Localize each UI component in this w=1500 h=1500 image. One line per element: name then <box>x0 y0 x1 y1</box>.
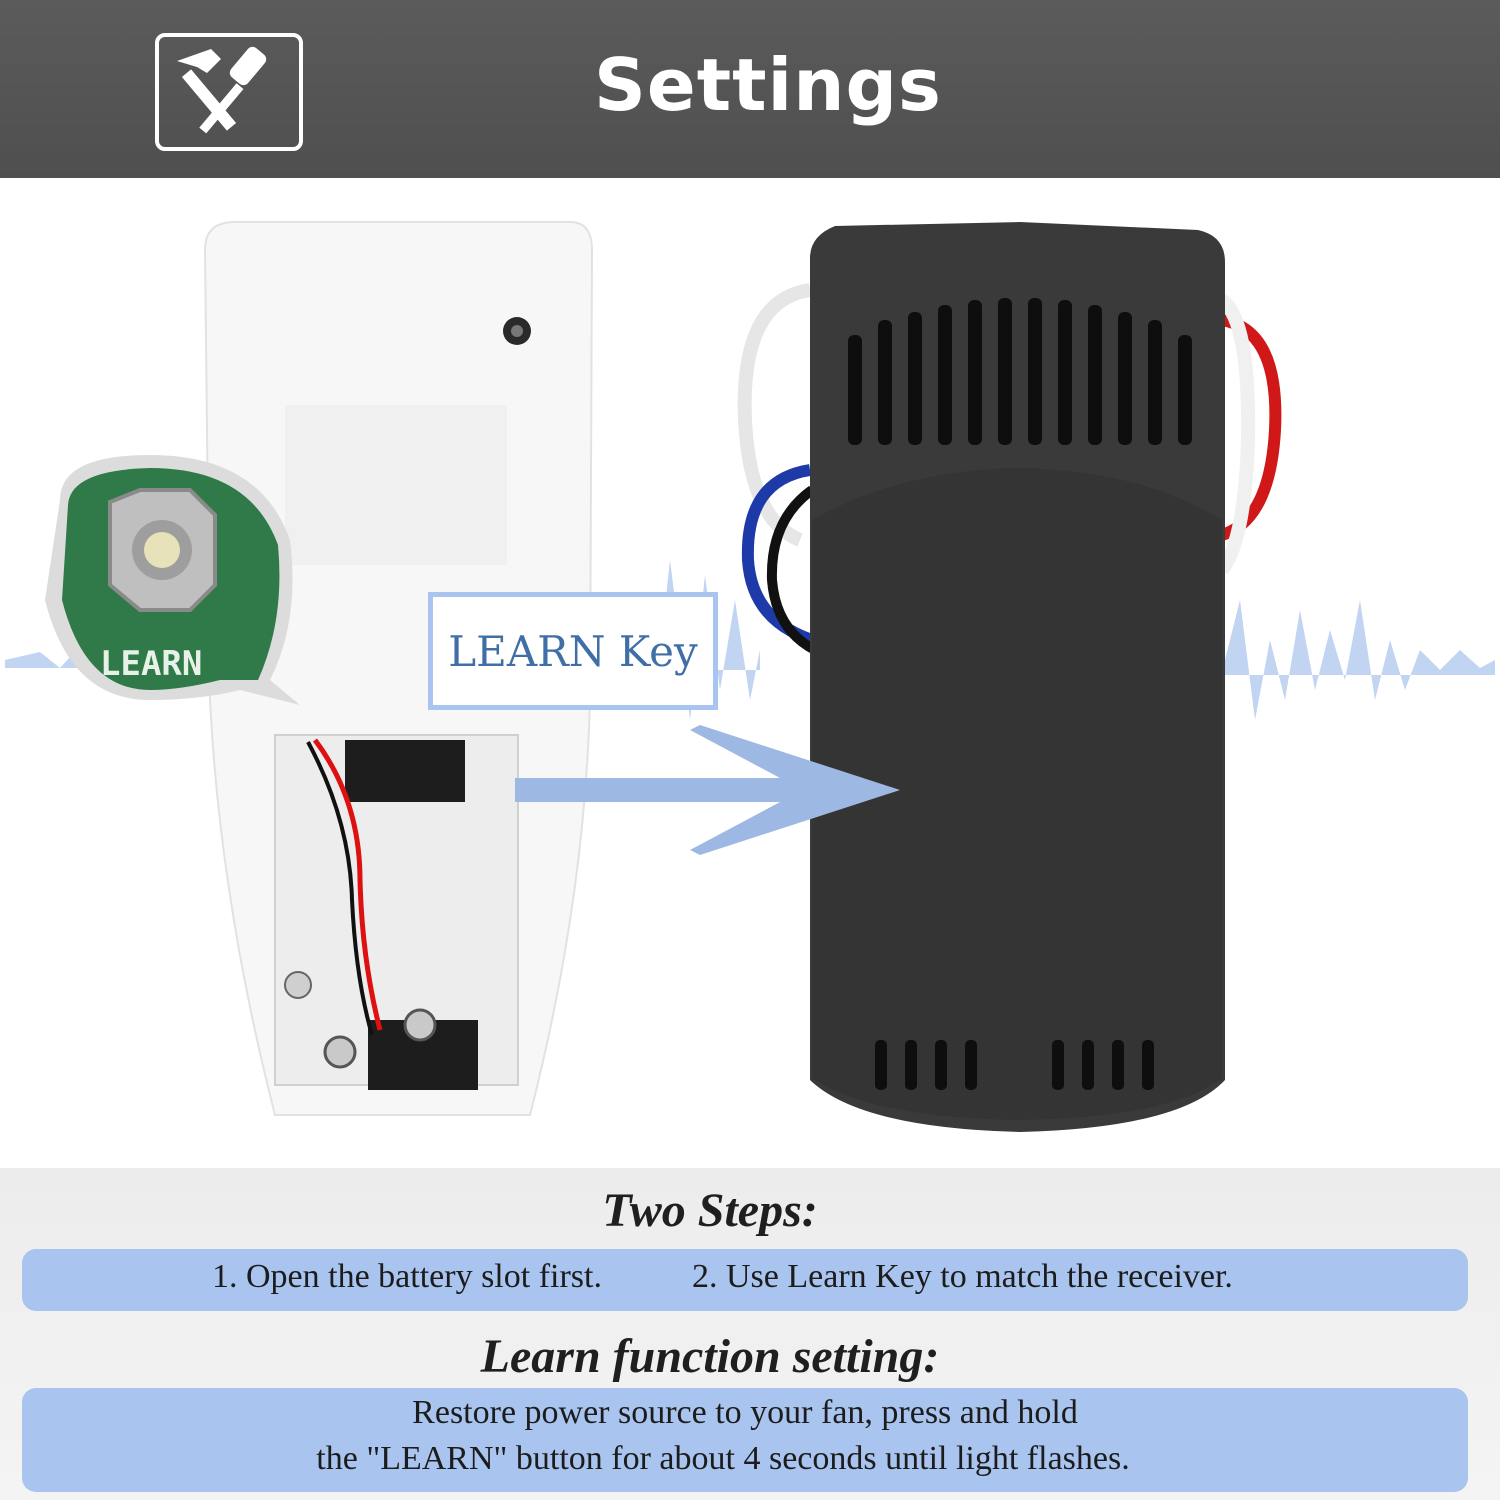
arrow-right-icon <box>515 725 900 855</box>
learn-function-band <box>22 1388 1468 1492</box>
fan-receiver <box>737 222 1282 1132</box>
learn-function-heading: Learn function setting: <box>480 1330 940 1383</box>
learn-button-zoom: LEARN <box>45 455 300 705</box>
two-steps-heading: Two Steps: <box>602 1184 818 1237</box>
step-2: 2. Use Learn Key to match the receiver. <box>692 1258 1233 1295</box>
learn-key-label: LEARN Key <box>448 626 698 676</box>
learn-function-line-1: Restore power source to your fan, press … <box>412 1394 1078 1431</box>
hammer-screwdriver-icon <box>155 33 303 151</box>
product-illustration: LEARN <box>5 221 1495 1132</box>
steps-band <box>22 1249 1468 1311</box>
remote-control <box>203 221 594 1116</box>
page-title: Settings <box>594 43 942 127</box>
learn-key-callout: LEARN Key <box>428 592 718 710</box>
learn-function-line-2: the "LEARN" button for about 4 seconds u… <box>316 1440 1130 1477</box>
step-1: 1. Open the battery slot first. <box>212 1258 602 1295</box>
header-bar: Settings <box>0 0 1500 178</box>
svg-text:LEARN: LEARN <box>100 644 202 684</box>
